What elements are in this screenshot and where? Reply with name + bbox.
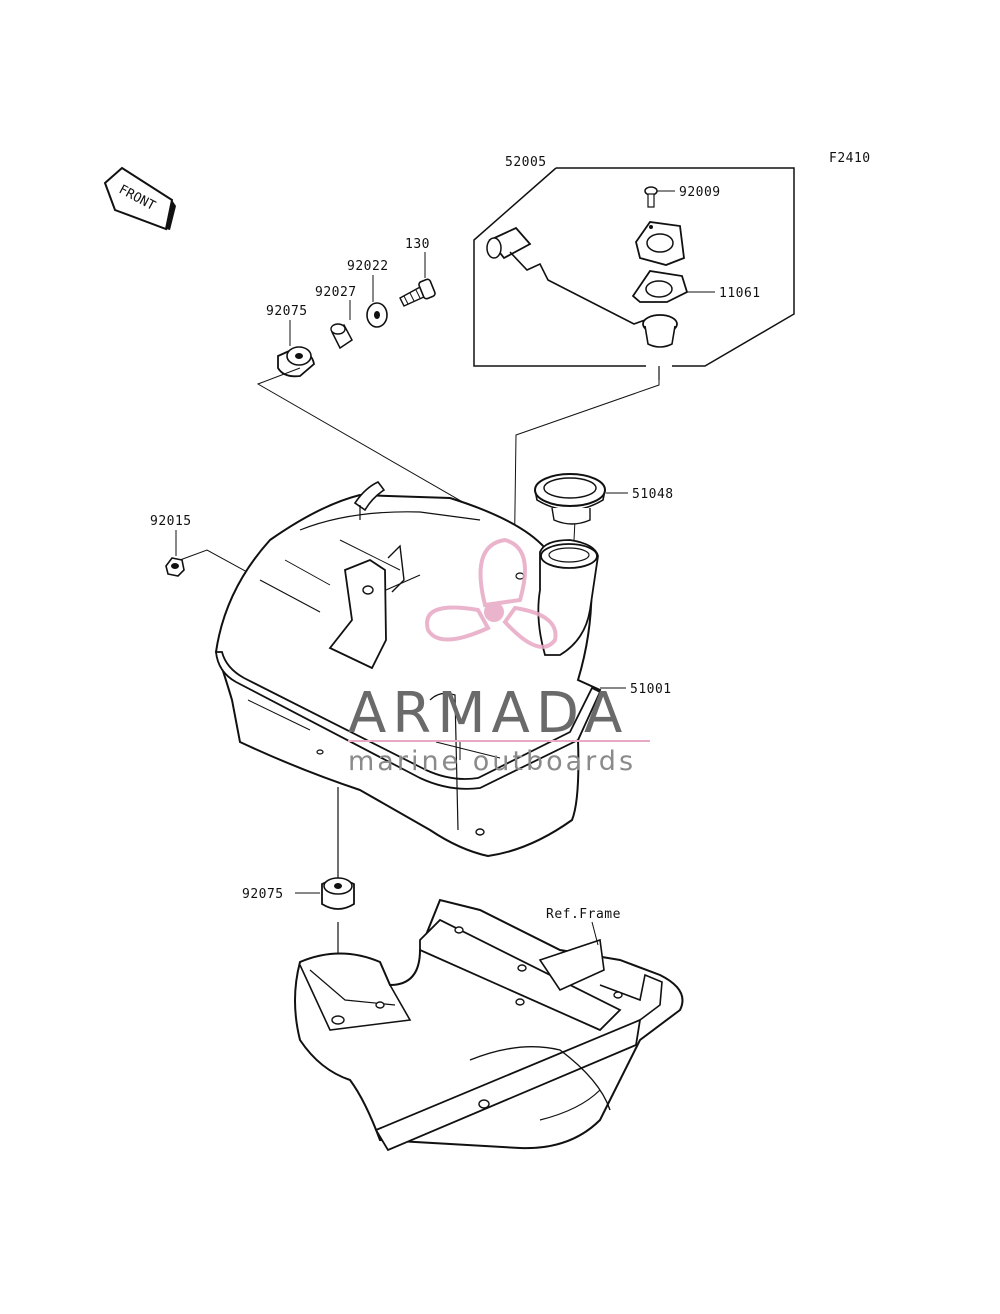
callout-130: 130 <box>405 237 430 252</box>
ref-frame-label: Ref.Frame <box>546 907 621 922</box>
watermark-brand: ARMADA <box>348 681 628 746</box>
fuel-sending-unit <box>486 226 678 348</box>
callout-51048: 51048 <box>632 487 674 502</box>
figure-code: F2410 <box>829 151 871 166</box>
fuel-cap-51048: 51048 <box>534 473 674 525</box>
nut-92015: 92015 <box>150 514 192 577</box>
sending-unit-kit-box: 52005 <box>473 155 795 380</box>
callout-92015: 92015 <box>150 514 192 529</box>
front-arrow-icon: FRONT <box>103 166 176 231</box>
watermark-tagline: marine outboards <box>348 746 636 777</box>
armada-watermark: ARMADA marine outboards <box>348 537 650 777</box>
collar-92027: 92027 <box>315 285 357 350</box>
callout-92009: 92009 <box>679 185 721 200</box>
callout-52005: 52005 <box>505 155 547 170</box>
callout-92075-bottom: 92075 <box>242 887 284 902</box>
callout-92075-top: 92075 <box>266 304 308 319</box>
callout-92027: 92027 <box>315 285 357 300</box>
callout-92022: 92022 <box>347 259 389 274</box>
frame-reference <box>294 898 684 1152</box>
grommet-92075-top: 92075 <box>266 304 315 378</box>
propeller-logo-icon <box>425 537 558 649</box>
fuel-tank-51001 <box>214 481 626 858</box>
screw-92009: 92009 <box>644 185 721 208</box>
callout-11061: 11061 <box>719 286 761 301</box>
retainer-plate <box>635 221 685 266</box>
washer-92022: 92022 <box>347 259 389 328</box>
callout-51001: 51001 <box>630 682 672 697</box>
bolt-130: 130 <box>399 237 436 307</box>
gasket-11061: 11061 <box>631 270 761 303</box>
